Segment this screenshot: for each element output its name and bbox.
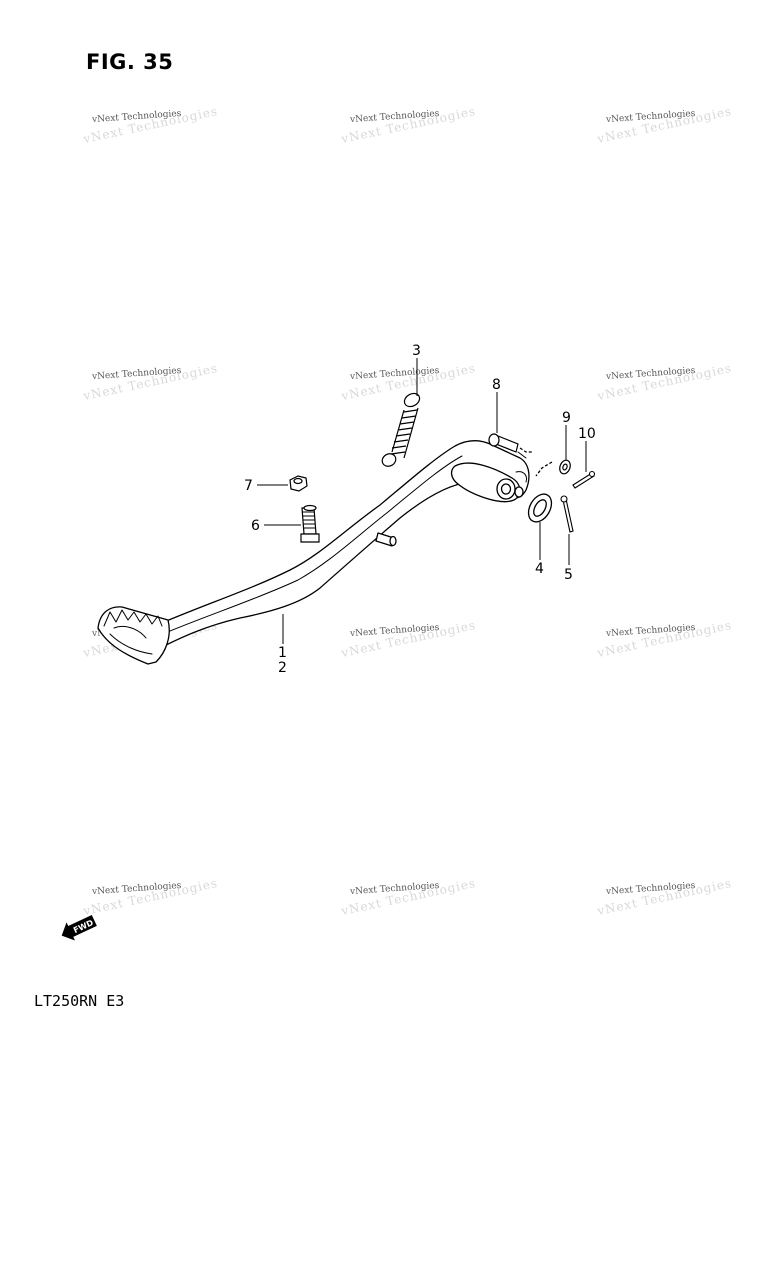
- fwd-arrow-icon: FWD: [61, 914, 97, 941]
- callout-10: 10: [578, 426, 596, 442]
- callout-6: 6: [251, 518, 260, 534]
- callout-3: 3: [412, 343, 421, 359]
- callout-2: 2: [278, 660, 287, 676]
- washer: [527, 461, 553, 523]
- callout-8: 8: [492, 377, 501, 393]
- figure-title: FIG. 35: [86, 50, 174, 74]
- callout-7: 7: [244, 478, 253, 494]
- return-spring: [381, 392, 421, 467]
- fwd-label: FWD: [72, 918, 95, 935]
- lock-nut: [289, 475, 308, 492]
- callout-5: 5: [564, 567, 573, 583]
- cotter-pin-small: [572, 470, 596, 489]
- leader-lines: [257, 358, 587, 644]
- adjust-bolt: [300, 504, 320, 543]
- cotter-pin: [560, 495, 574, 533]
- callout-4: 4: [535, 561, 544, 577]
- model-code: LT250RN E3: [34, 992, 125, 1010]
- callout-9: 9: [562, 410, 571, 426]
- small-washer: [559, 459, 571, 475]
- callout-1: 1: [278, 645, 287, 661]
- brake-pedal: [97, 439, 530, 665]
- clevis-pin: [488, 433, 532, 453]
